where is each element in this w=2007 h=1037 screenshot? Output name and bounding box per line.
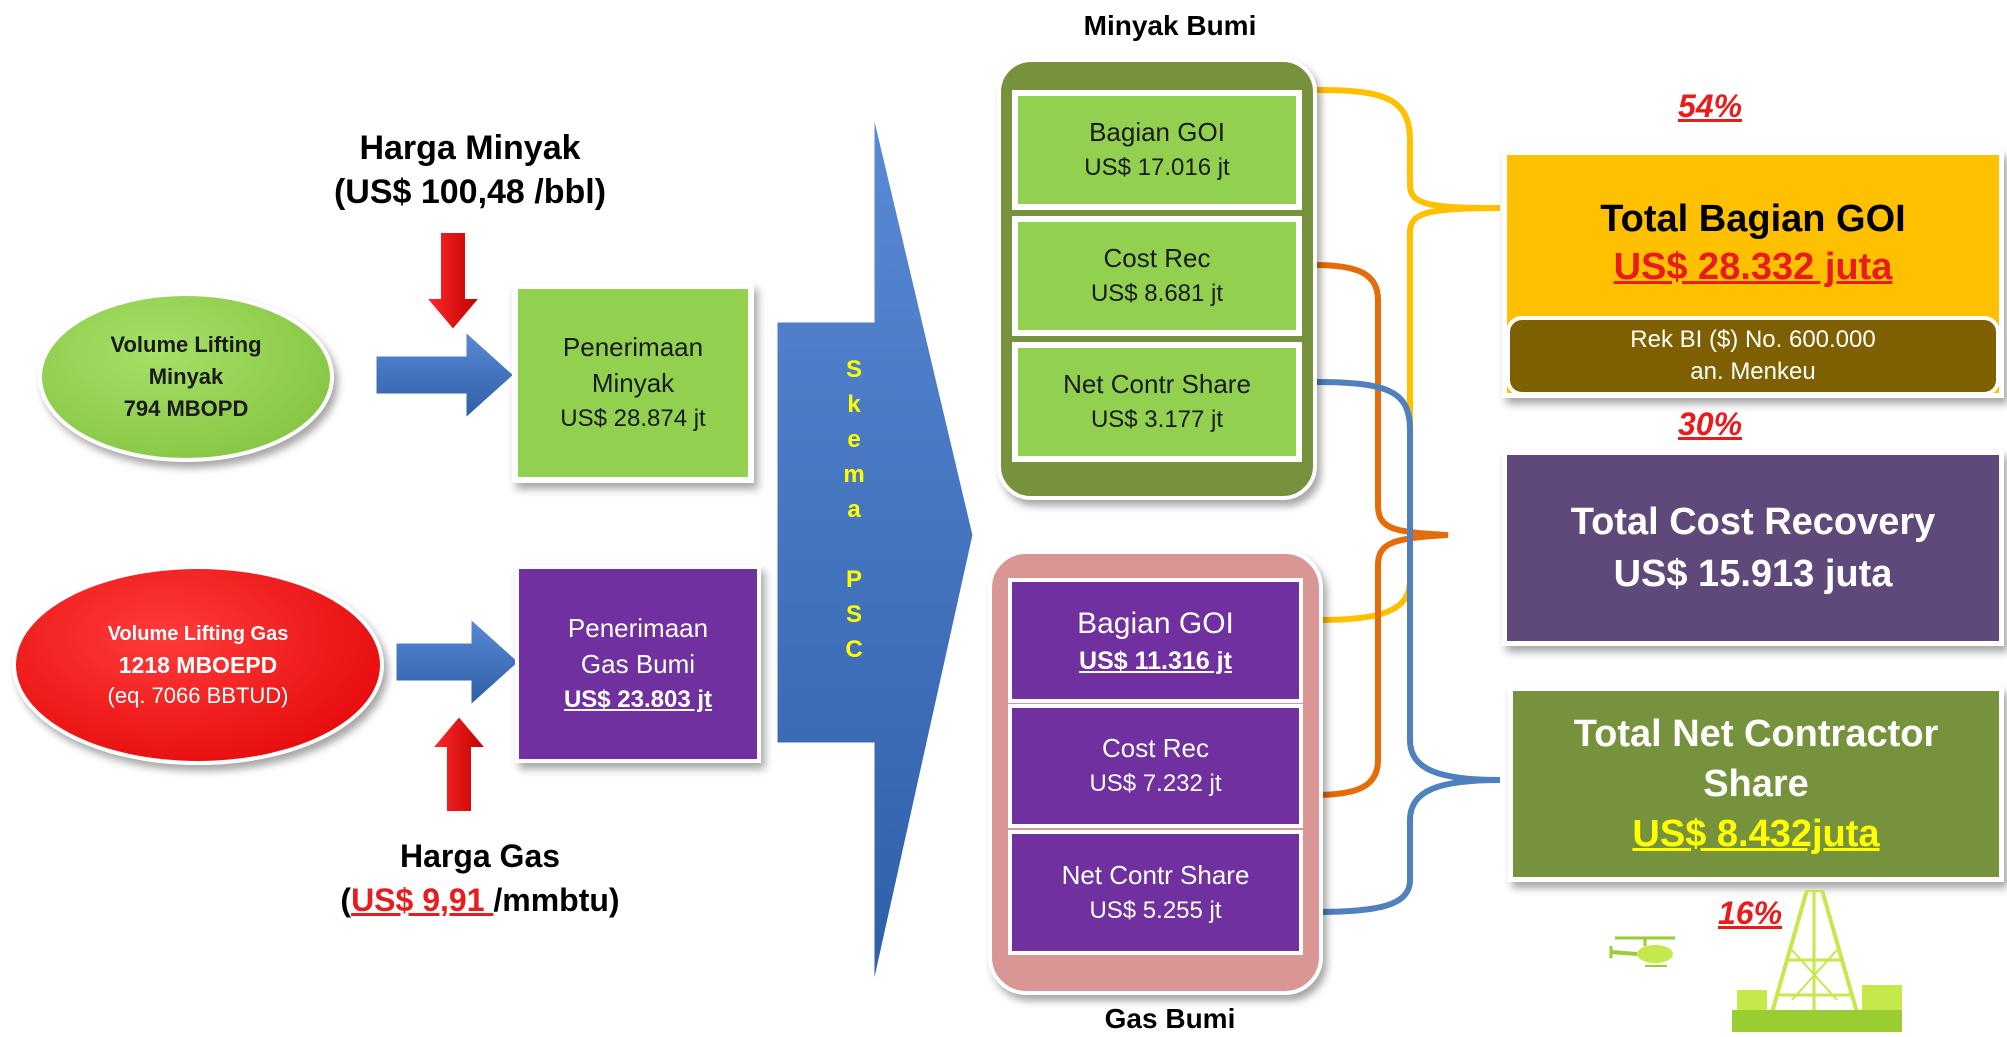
gas-price-value: US$ 9,91 bbox=[351, 881, 494, 918]
psc-letter: a bbox=[847, 496, 861, 523]
gas-price-label: Harga Gas (US$ 9,91 /mmbtu) bbox=[300, 830, 660, 925]
gas-goi-value: US$ 11.316 jt bbox=[1079, 646, 1232, 675]
net-share-brace bbox=[1314, 379, 1501, 915]
oil-cost-rec-value: US$ 8.681 jt bbox=[1090, 280, 1224, 307]
gas-net-share-box: Net Contr Share US$ 5.255 jt bbox=[1008, 830, 1303, 955]
total-net-contractor-title-line2: Share bbox=[1703, 763, 1809, 805]
total-cost-recovery-value: US$ 15.913 juta bbox=[1613, 553, 1893, 595]
psc-arrow-label: S k e m a P S C bbox=[836, 352, 872, 667]
goi-percentage: 54% bbox=[1677, 88, 1743, 124]
gas-cost-rec-box: Cost Rec US$ 7.232 jt bbox=[1008, 704, 1303, 828]
psc-letter: C bbox=[845, 636, 863, 663]
oil-price-arrow bbox=[423, 231, 483, 332]
gas-goi-label: Bagian GOI bbox=[1077, 606, 1234, 640]
oil-net-share-box: Net Contr Share US$ 3.177 jt bbox=[1012, 342, 1302, 462]
gas-lifting-arrow bbox=[393, 613, 523, 711]
total-goi-value: US$ 28.332 juta bbox=[1613, 246, 1893, 288]
oil-lifting-line2: Minyak bbox=[148, 364, 224, 389]
gas-net-share-label: Net Contr Share bbox=[1061, 859, 1250, 890]
oil-cost-rec-label: Cost Rec bbox=[1103, 243, 1211, 273]
oil-lifting-arrow bbox=[373, 326, 518, 424]
oil-revenue-box: Penerimaan Minyak US$ 28.874 jt bbox=[512, 283, 754, 483]
gas-revenue-line2: Gas Bumi bbox=[580, 649, 696, 679]
oil-price-value: (US$ 100,48 /bbl) bbox=[333, 173, 607, 211]
gas-lifting-ellipse: Volume Lifting Gas 1218 MBOEPD (eq. 7066… bbox=[12, 565, 384, 765]
oil-revenue-line1: Penerimaan bbox=[562, 332, 704, 362]
goi-account-box: Rek BI ($) No. 600.000 an. Menkeu bbox=[1506, 316, 2000, 396]
gas-cost-rec-value: US$ 7.232 jt bbox=[1089, 770, 1222, 797]
helicopter-icon bbox=[1609, 936, 1675, 967]
oil-lifting-line1: Volume Lifting bbox=[110, 332, 262, 357]
goi-account-line2: an. Menkeu bbox=[1690, 358, 1816, 385]
oil-revenue-value: US$ 28.874 jt bbox=[560, 405, 706, 432]
total-goi-title: Total Bagian GOI bbox=[1600, 198, 1906, 240]
total-cost-recovery-title: Total Cost Recovery bbox=[1570, 501, 1936, 543]
gas-revenue-box: Penerimaan Gas Bumi US$ 23.803 jt bbox=[515, 565, 761, 763]
psc-letter bbox=[836, 527, 872, 562]
psc-letter: k bbox=[847, 391, 861, 418]
gas-goi-box: Bagian GOI US$ 11.316 jt bbox=[1008, 578, 1303, 703]
oil-panel-title: Minyak Bumi bbox=[1083, 10, 1257, 41]
oil-goi-value: US$ 17.016 jt bbox=[1084, 154, 1230, 181]
psc-letter: e bbox=[847, 426, 861, 453]
total-net-contractor-title-line1: Total Net Contractor bbox=[1573, 713, 1939, 755]
gas-revenue-value: US$ 23.803 jt bbox=[563, 686, 713, 713]
total-net-contractor-value: US$ 8.432juta bbox=[1632, 813, 1880, 855]
gas-panel-title: Gas Bumi bbox=[1104, 1003, 1236, 1034]
oil-revenue-line2: Minyak bbox=[591, 368, 675, 398]
cost-rec-brace bbox=[1314, 262, 1449, 798]
oil-price-label: Harga Minyak (US$ 100,48 /bbl) bbox=[300, 125, 640, 215]
gas-price-arrow bbox=[429, 714, 489, 813]
psc-arrow bbox=[772, 99, 978, 1001]
gas-cost-rec-label: Cost Rec bbox=[1102, 733, 1209, 763]
gas-price-title: Harga Gas bbox=[399, 837, 561, 874]
oil-rig-icon bbox=[1732, 890, 1902, 1032]
psc-letter: m bbox=[843, 461, 865, 488]
goi-account-line1: Rek BI ($) No. 600.000 bbox=[1630, 326, 1876, 353]
oil-goi-label: Bagian GOI bbox=[1089, 117, 1225, 147]
psc-letter: P bbox=[845, 566, 862, 593]
cost-recovery-percentage: 30% bbox=[1677, 406, 1743, 442]
gas-lifting-line1: Volume Lifting Gas bbox=[107, 623, 289, 645]
net-contractor-percentage: 16% bbox=[1717, 895, 1783, 931]
oil-price-title: Harga Minyak bbox=[359, 129, 581, 167]
total-net-contractor-box: Total Net Contractor Share US$ 8.432juta bbox=[1508, 686, 2004, 882]
gas-net-share-value: US$ 5.255 jt bbox=[1089, 896, 1222, 924]
total-cost-recovery-box: Total Cost Recovery US$ 15.913 juta bbox=[1502, 450, 2004, 646]
gas-price-line: (US$ 9,91 /mmbtu) bbox=[340, 881, 620, 918]
oil-net-share-label: Net Contr Share bbox=[1063, 369, 1251, 399]
oil-lifting-volume: 794 MBOPD bbox=[123, 396, 249, 421]
gas-revenue-line1: Penerimaan bbox=[567, 613, 709, 643]
oil-lifting-ellipse: Volume Lifting Minyak 794 MBOPD bbox=[38, 292, 334, 462]
psc-letter: S bbox=[845, 356, 862, 383]
gas-lifting-volume: 1218 MBOEPD bbox=[118, 652, 278, 678]
gas-lifting-equivalent: (eq. 7066 BBTUD) bbox=[107, 683, 289, 708]
oil-goi-box: Bagian GOI US$ 17.016 jt bbox=[1012, 90, 1302, 210]
oil-net-share-value: US$ 3.177 jt bbox=[1090, 406, 1224, 433]
oil-cost-rec-box: Cost Rec US$ 8.681 jt bbox=[1012, 216, 1302, 336]
goi-brace bbox=[1314, 87, 1501, 623]
psc-letter: S bbox=[845, 601, 862, 628]
